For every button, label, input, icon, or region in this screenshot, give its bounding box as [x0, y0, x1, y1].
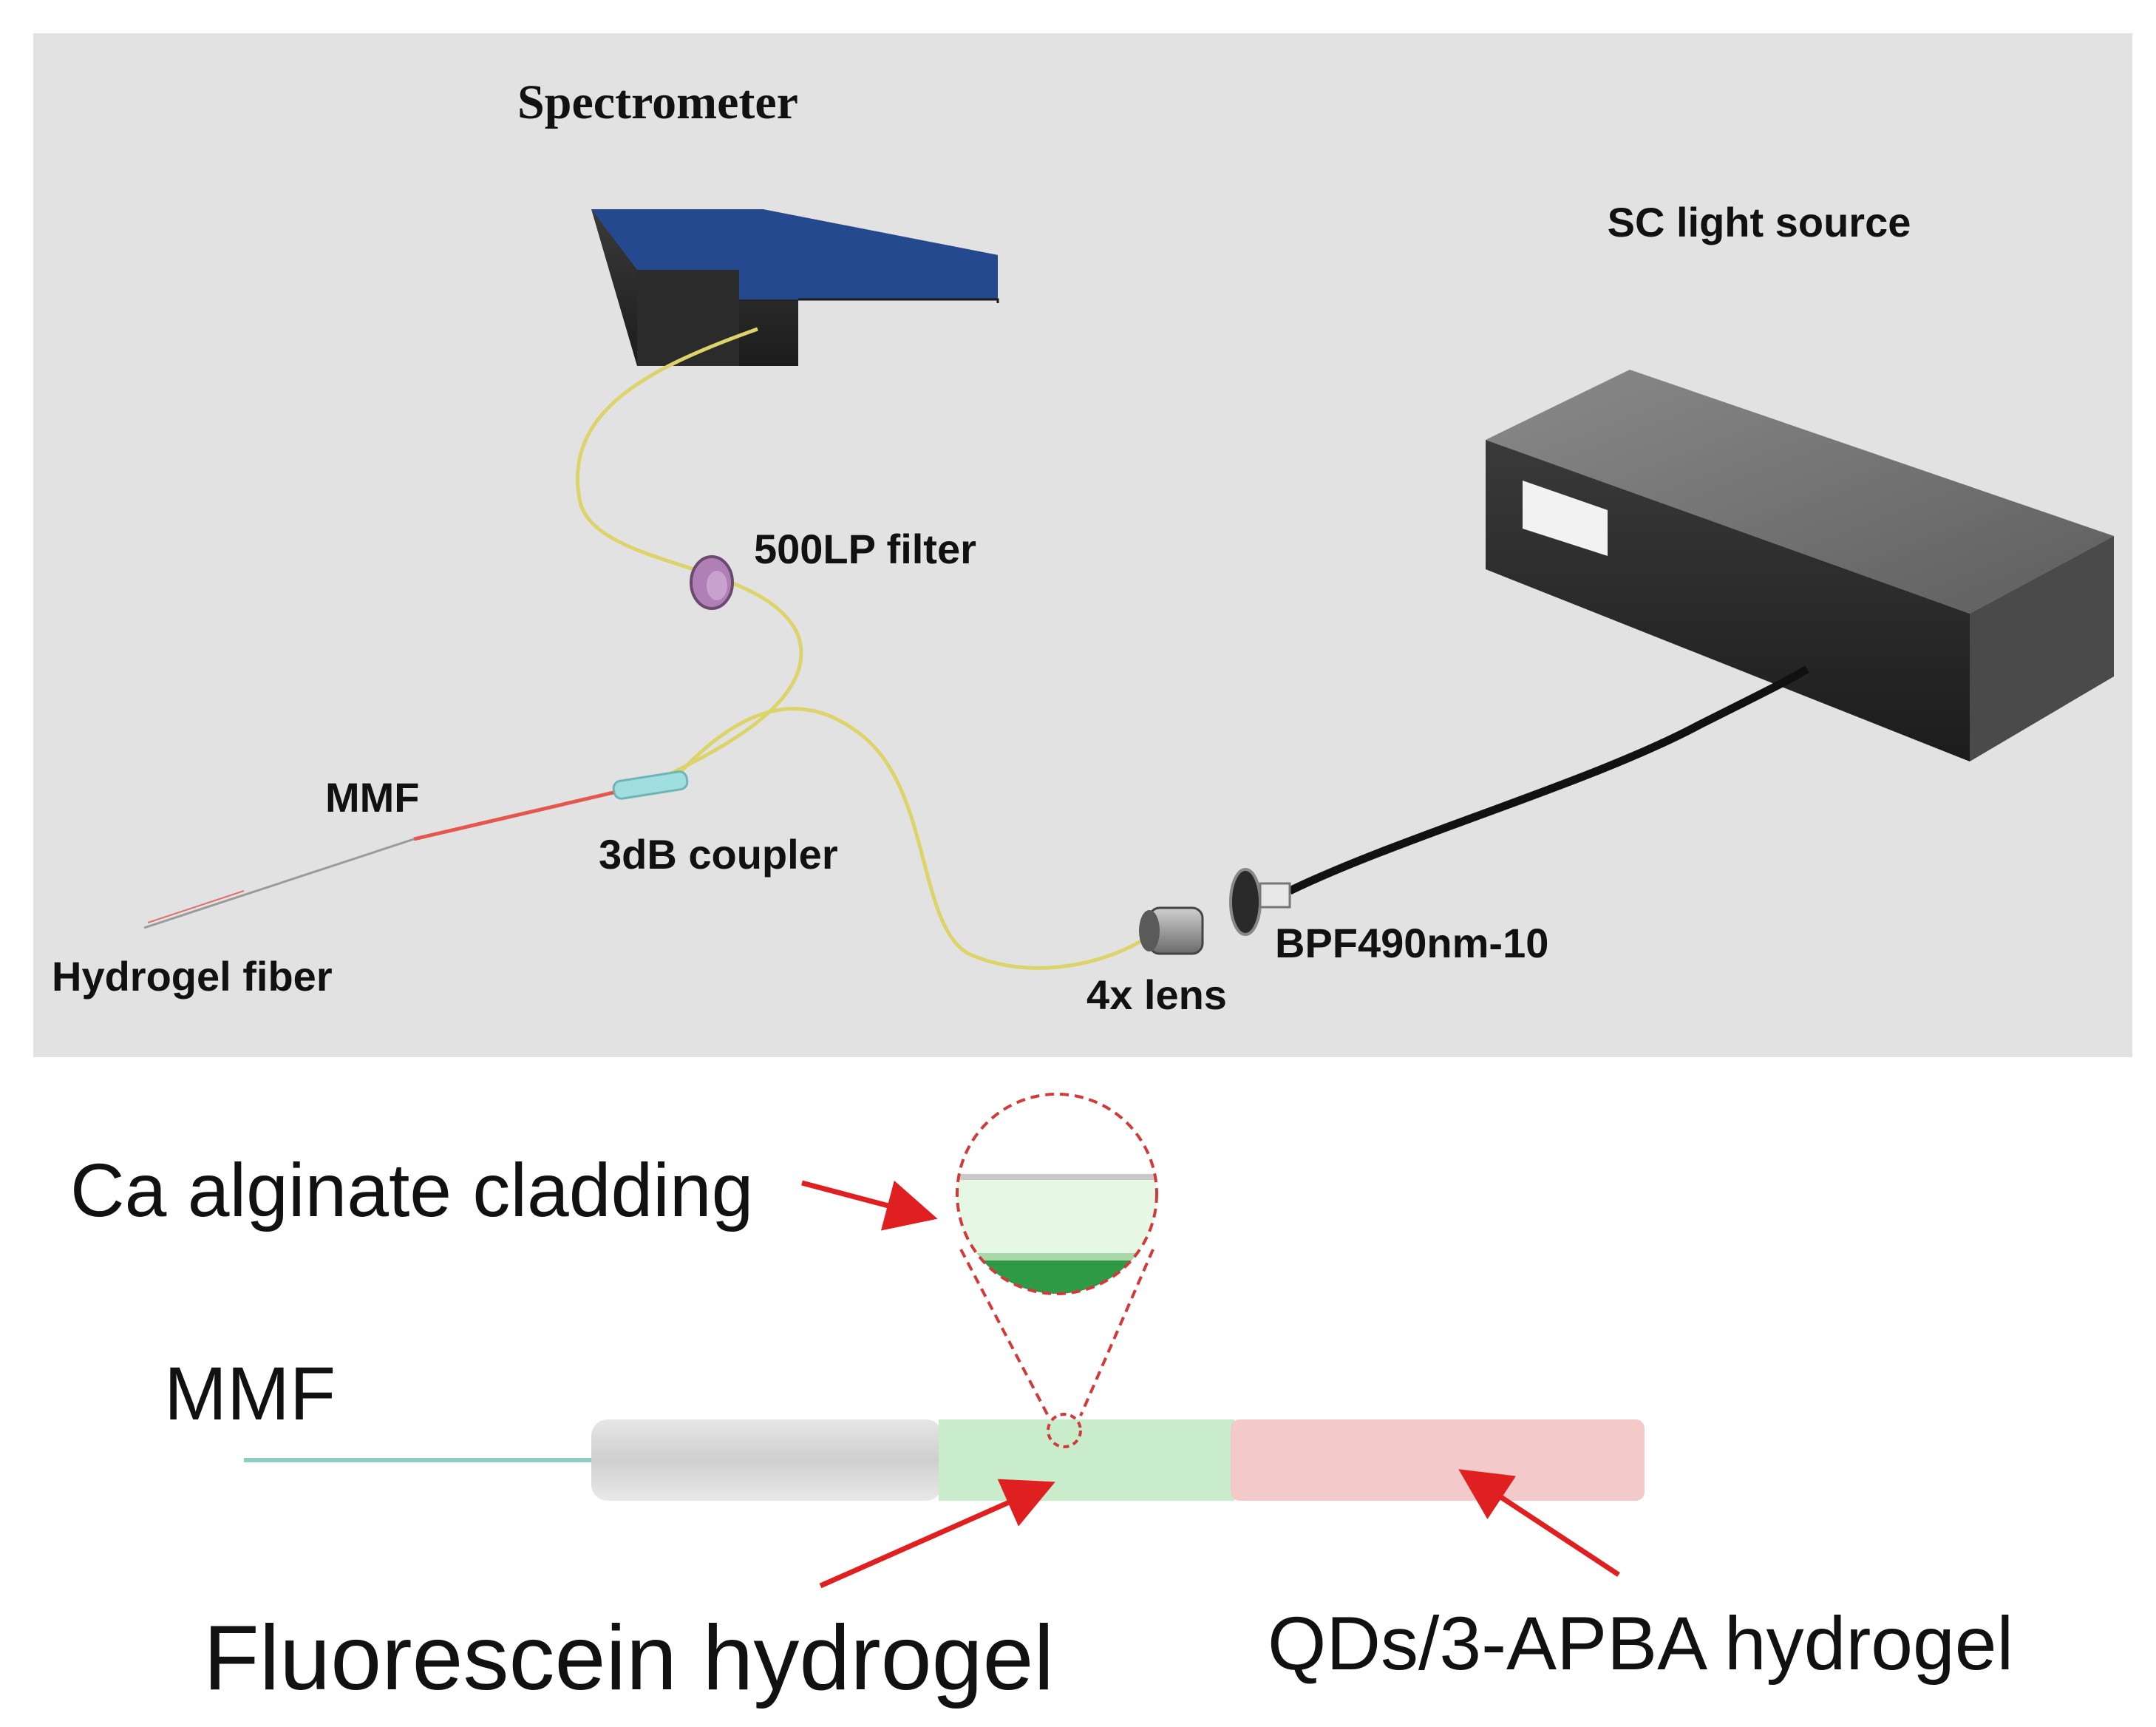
light-source-label: SC light source: [1608, 199, 1911, 245]
magnifier-inset: [956, 1093, 1158, 1448]
filter-label: 500LP filter: [754, 526, 976, 572]
coupler-icon: [612, 770, 689, 800]
fluorescein-label: Fluorescein hydrogel: [203, 1607, 1054, 1709]
mmf-detail-label: MMF: [164, 1351, 336, 1436]
fiber-detail-panel: [244, 1093, 1645, 1589]
fiber-grey-section: [591, 1419, 942, 1501]
light-source-port-icon: [1523, 481, 1608, 556]
fluorescein-section: [939, 1419, 1234, 1501]
coupler-label: 3dB coupler: [599, 831, 838, 878]
lens-4x-icon: [1139, 906, 1204, 955]
mmf-setup-label: MMF: [325, 774, 420, 821]
qds-arrow: [1458, 1469, 1620, 1577]
light-source-device: [1486, 370, 2114, 761]
cladding-arrow: [801, 1180, 938, 1231]
hydrogel-fiber: [143, 838, 415, 929]
filter-500lp-icon: [690, 555, 734, 610]
bandpass-filter-icon: [1229, 868, 1291, 936]
bandpass-label: BPF490nm-10: [1275, 920, 1548, 966]
mmf-fiber: [413, 790, 614, 841]
hydrogel-fiber-label: Hydrogel fiber: [52, 953, 333, 1000]
fiber-network: [575, 327, 1143, 970]
fluorescein-arrow: [819, 1479, 1055, 1589]
source-cable: [1288, 665, 1809, 895]
qds-label: QDs/3-APBA hydrogel: [1268, 1601, 2013, 1686]
qds-section: [1231, 1419, 1645, 1501]
lens-label: 4x lens: [1086, 971, 1227, 1018]
spectrometer-label: Spectrometer: [517, 75, 798, 129]
cladding-label: Ca alginate cladding: [70, 1148, 753, 1232]
spectrometer-device: [591, 209, 999, 366]
